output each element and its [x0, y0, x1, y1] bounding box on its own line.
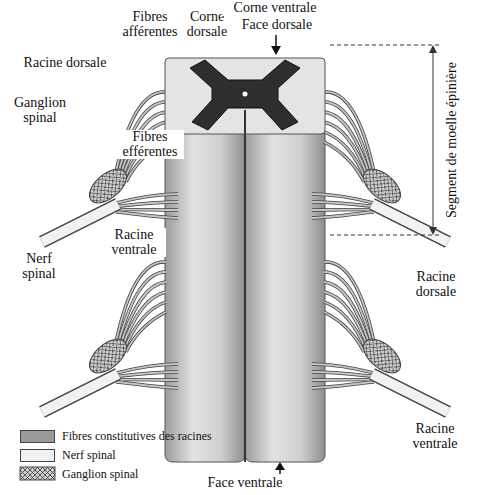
part-label: Racine ventrale	[398, 422, 472, 451]
legend-row: Ganglion spinal	[20, 466, 138, 482]
part-label: Nerf spinal	[12, 252, 66, 281]
part-label: Face dorsale	[230, 18, 324, 33]
legend-hatch-sample	[20, 467, 55, 480]
part-label: Ganglion spinal	[8, 96, 72, 125]
part-label: Corne ventrale	[222, 1, 328, 16]
legend-swatch	[20, 449, 55, 462]
part-label: Racine dorsale	[8, 56, 122, 71]
legend-text: Ganglion spinal	[62, 467, 138, 482]
legend-text: Fibres constitutives des racines	[62, 429, 212, 444]
legend-swatch	[20, 430, 55, 443]
part-label: Fibres afférentes	[116, 10, 184, 39]
legend-row: Fibres constitutives des racines	[20, 428, 212, 444]
legend-row: Nerf spinal	[20, 447, 116, 463]
part-label: Racine ventrale	[102, 228, 166, 257]
part-label: Fibres efférentes	[116, 130, 184, 159]
part-label: Racine dorsale	[400, 270, 472, 299]
dimension-label: Segment de moelle épinière	[445, 61, 460, 219]
part-label: Face ventrale	[196, 476, 294, 491]
legend-text: Nerf spinal	[62, 448, 116, 463]
